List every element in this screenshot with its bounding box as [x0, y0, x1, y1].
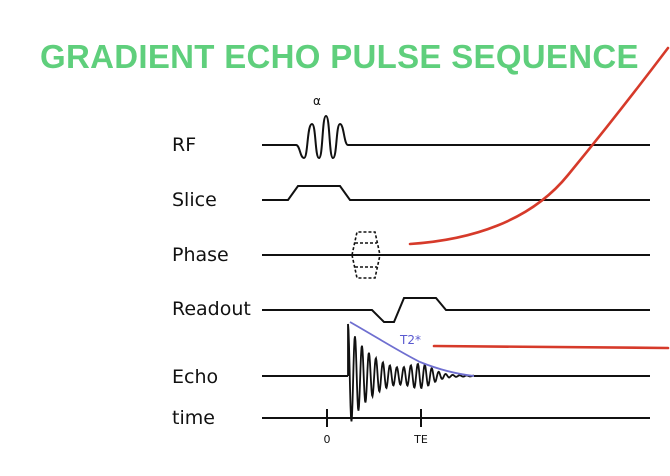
row-label-slice: Slice	[172, 189, 217, 211]
annotation-stroke-curve	[408, 46, 670, 246]
rf-waveform	[262, 114, 650, 160]
time-tick-te: TE	[413, 433, 428, 446]
t2-star-decay-curve	[349, 321, 475, 377]
row-label-rf: RF	[172, 134, 197, 156]
annotation-stroke-line	[432, 344, 670, 350]
flip-angle-label: α	[313, 94, 321, 108]
row-label-echo: Echo	[172, 366, 219, 388]
time-tick-zero: 0	[324, 433, 331, 446]
row-label-phase: Phase	[172, 244, 229, 266]
row-label-readout: Readout	[172, 298, 251, 320]
diagram-title: GRADIENT ECHO PULSE SEQUENCE	[40, 38, 639, 75]
phase-encoding-table	[262, 231, 650, 279]
echo-signal	[262, 321, 650, 422]
t2-star-label: T2*	[399, 333, 421, 347]
slice-gradient	[262, 185, 650, 201]
time-axis	[262, 409, 650, 427]
readout-gradient	[262, 297, 650, 323]
red-pen-annotations	[408, 46, 670, 350]
row-label-time: time	[172, 407, 215, 429]
